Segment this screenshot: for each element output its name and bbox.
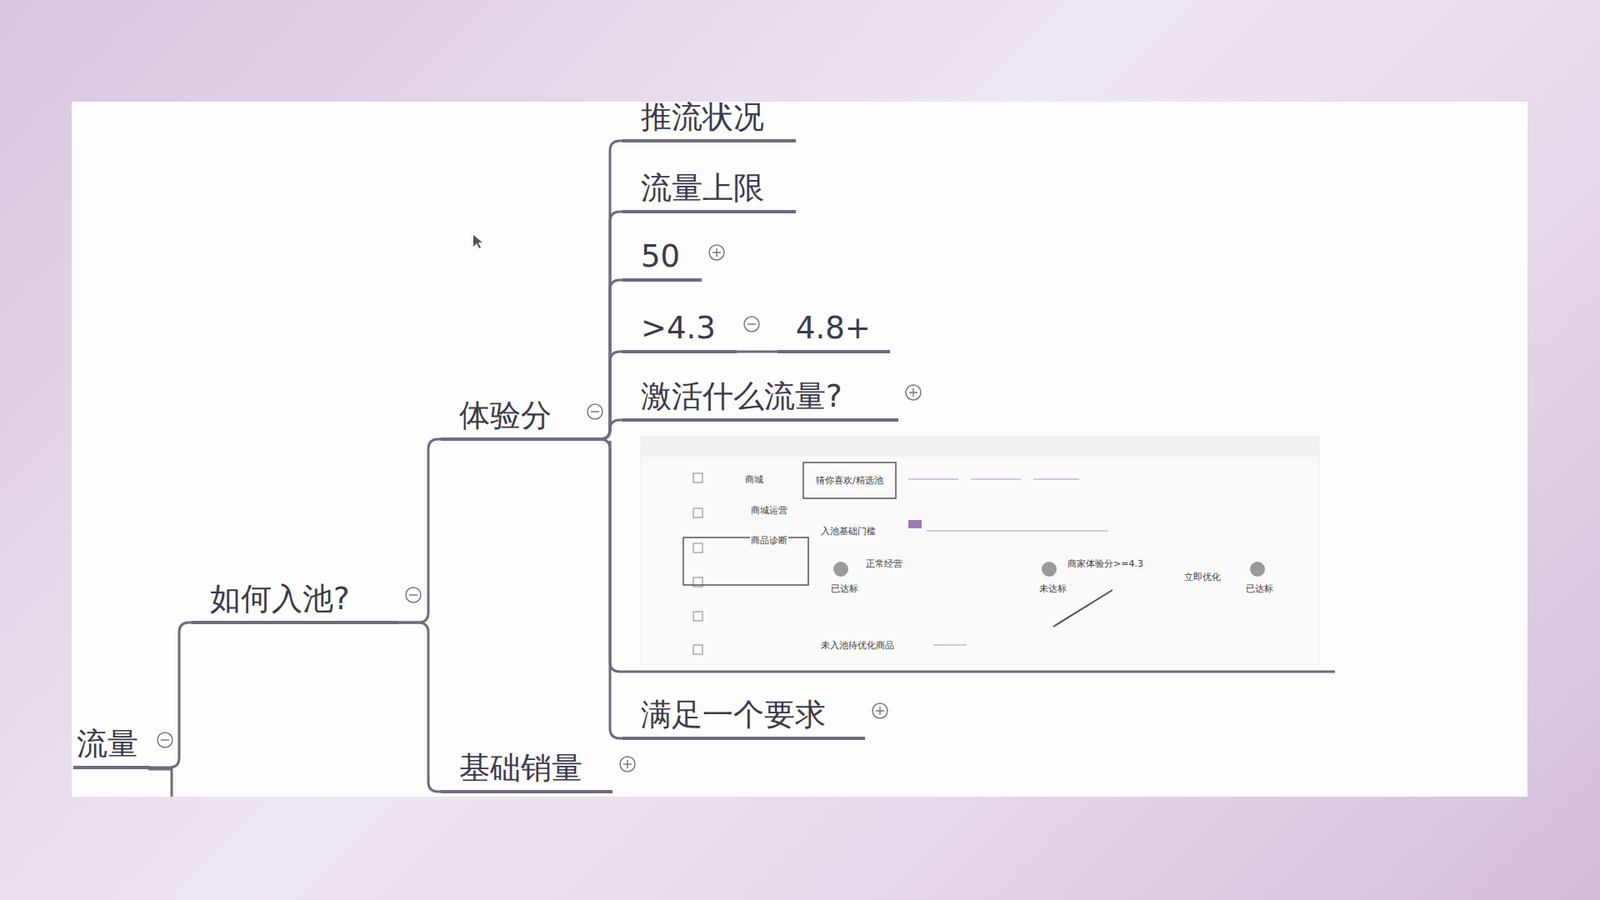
screenshot-text: 商城 (744, 474, 765, 485)
topic-node: 50 (622, 239, 702, 282)
topic-node: 流量 (73, 726, 150, 770)
topic-node: >4.3 (622, 310, 737, 354)
topic-text: 激活什么流量? (640, 378, 843, 415)
tag (908, 520, 922, 529)
screenshot-text: 正常经营 (865, 558, 904, 570)
topic-node: 如何入池? (191, 581, 399, 625)
screenshot-text: 入池基础门槛 (820, 525, 877, 537)
tab-highlight (803, 462, 896, 499)
screenshot-text: 猜你喜欢/精选池 (815, 475, 885, 486)
pen-stroke (1053, 590, 1113, 627)
topic-node: 满足一个要求 (622, 697, 865, 740)
topic-text: 50 (640, 238, 680, 275)
branch-connector (580, 439, 623, 739)
branch-connector (580, 211, 623, 440)
branch-connector (736, 350, 778, 354)
branch-connector (398, 439, 441, 623)
screenshot-text: 未入池待优化商品 (820, 640, 895, 651)
topic-text: 体验分 (459, 397, 552, 434)
collapse-toggle (405, 587, 421, 603)
topic-node: 激活什么流量? (622, 379, 899, 422)
sidebar-icons (693, 473, 703, 655)
screenshot-text: 商家体验分>=4.3 (1066, 558, 1145, 570)
branch-connector (580, 140, 623, 440)
topic-text: >4.3 (640, 310, 716, 346)
topic-text: 推流状况 (640, 99, 765, 135)
topic-text: 如何入池? (210, 580, 350, 617)
topic-text: 基础销量 (459, 750, 583, 786)
topic-node: 基础销量 (440, 750, 613, 794)
screenshot-text: 已达标 (830, 583, 860, 595)
branch-connector (150, 622, 192, 768)
topic-node: 流量上限 (622, 170, 796, 214)
collapse-toggle (905, 385, 921, 400)
topic-text: 流量 (76, 725, 139, 762)
mouse-cursor (473, 235, 483, 249)
collapse-toggle (157, 732, 173, 748)
collapse-toggle (744, 316, 760, 332)
topic-node: 体验分 (440, 398, 580, 441)
menu-highlight (683, 537, 809, 585)
collapse-toggle (587, 404, 603, 420)
screenshot-text: 未达标 (1038, 583, 1068, 595)
screenshot-frame (640, 436, 1320, 665)
branch-connector (580, 280, 623, 440)
branch-line (148, 769, 172, 797)
topic-node: 推流状况 (622, 100, 796, 143)
topic-text: 流量上限 (640, 170, 765, 206)
screenshot-text: 已达标 (1245, 583, 1275, 595)
branch-connector (580, 351, 623, 440)
collapse-toggle (709, 245, 725, 260)
screenshot-text: 商品诊断 (750, 535, 789, 546)
collapse-toggle (620, 756, 635, 772)
screenshot-topbar (640, 436, 1320, 457)
screenshot-text: 立即优化 (1183, 571, 1222, 583)
topic-node: 4.8+ (777, 310, 890, 354)
topic-text: 4.8+ (795, 310, 871, 346)
topic-text: 满足一个要求 (640, 696, 826, 733)
screenshot-text: 商城运营 (750, 505, 789, 516)
branch-connector (580, 420, 623, 440)
branch-connector (398, 622, 441, 792)
collapse-toggle (872, 703, 888, 719)
